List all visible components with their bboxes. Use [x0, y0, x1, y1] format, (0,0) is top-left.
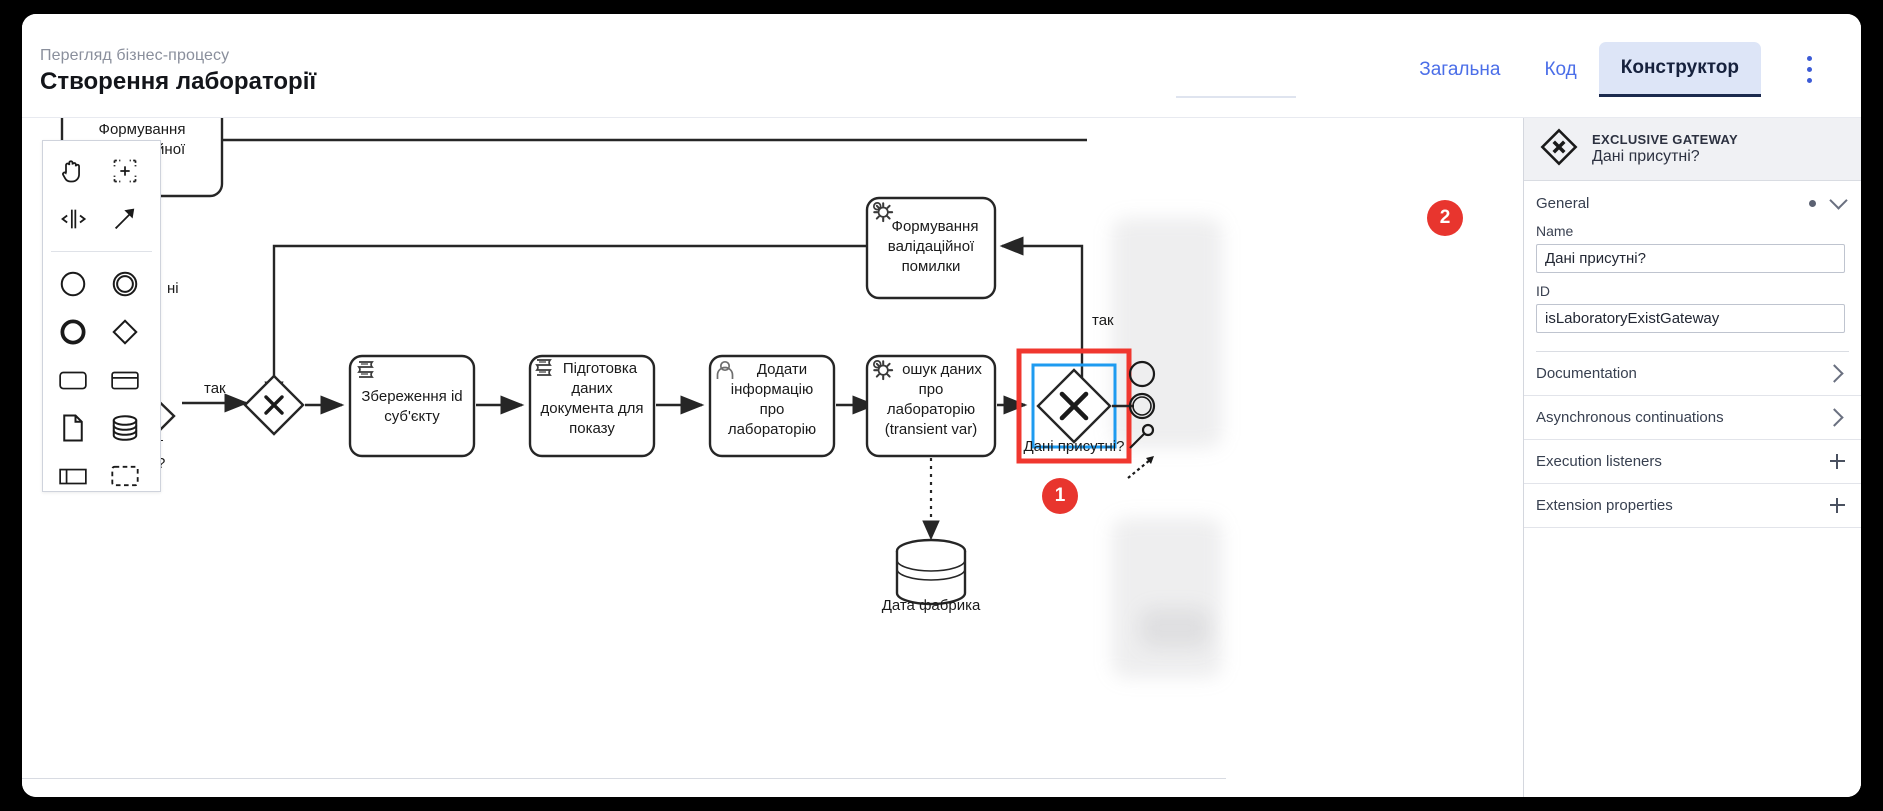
breadcrumb: Перегляд бізнес-процесу [40, 47, 230, 64]
svg-text:даних: даних [571, 380, 613, 397]
connect-tool-icon[interactable] [99, 195, 151, 243]
svg-text:так: так [1092, 312, 1114, 329]
tab-zagalna[interactable]: Загальна [1419, 58, 1501, 80]
start-event-icon[interactable] [47, 260, 99, 308]
space-tool-icon[interactable] [47, 195, 99, 243]
svg-text:лабораторію: лабораторію [887, 401, 975, 418]
section-async-continuations-label: Asynchronous continuations [1536, 409, 1724, 426]
add-extension-property-icon[interactable] [1830, 498, 1845, 513]
properties-body: General Name ID Documentation [1524, 181, 1861, 528]
subprocess-expanded-icon[interactable] [99, 356, 151, 404]
task-icon[interactable] [47, 356, 99, 404]
field-id: ID [1524, 283, 1861, 343]
svg-text:документа для: документа для [541, 400, 644, 417]
tab-bar: Загальна Код Конструктор [1397, 42, 1761, 97]
tab-underline [1176, 96, 1296, 98]
canvas-bottom-border [22, 778, 1226, 779]
field-name: Name [1524, 223, 1861, 283]
properties-element-name: Дані присутні? [1592, 148, 1700, 165]
svg-text:Підготовка: Підготовка [563, 360, 638, 377]
svg-text:помилки: помилки [902, 258, 961, 275]
data-store-icon[interactable] [99, 404, 151, 452]
bpmn-palette[interactable] [42, 140, 161, 492]
svg-text:про: про [760, 401, 785, 418]
hand-tool-icon[interactable] [47, 147, 99, 195]
svg-text:ошук даних: ошук даних [902, 361, 982, 378]
svg-text:лабораторію: лабораторію [728, 421, 816, 438]
end-event-icon[interactable] [47, 308, 99, 356]
svg-text:ні: ні [167, 280, 179, 297]
gateway-icon[interactable] [99, 308, 151, 356]
id-input[interactable] [1536, 304, 1845, 333]
blurred-region [1140, 608, 1210, 648]
properties-panel[interactable]: EXCLUSIVE GATEWAY Дані присутні? General… [1523, 118, 1861, 797]
section-extension-properties-label: Extension properties [1536, 497, 1673, 514]
svg-text:Формування: Формування [99, 121, 186, 138]
svg-text:Дані присутні?: Дані присутні? [1024, 438, 1125, 455]
name-input[interactable] [1536, 244, 1845, 273]
callout-badge-2: 2 [1427, 200, 1463, 236]
data-object-icon[interactable] [47, 404, 99, 452]
lasso-tool-icon[interactable] [99, 147, 151, 195]
section-execution-listeners[interactable]: Execution listeners [1524, 440, 1861, 484]
svg-text:суб'єкту: суб'єкту [384, 408, 440, 425]
callout-badge-1: 1 [1042, 478, 1078, 514]
participant-icon[interactable] [47, 452, 99, 500]
application-window: Перегляд бізнес-процесу Створення лабора… [22, 14, 1861, 797]
svg-text:валідаційної: валідаційної [888, 238, 975, 255]
svg-text:Збереження id: Збереження id [361, 388, 462, 405]
svg-text:Додати: Додати [757, 361, 807, 378]
properties-divider [1536, 351, 1849, 352]
tab-konstruktor[interactable]: Конструктор [1598, 42, 1761, 97]
svg-text:інформацію: інформацію [731, 381, 813, 398]
field-name-label: Name [1536, 223, 1574, 239]
svg-text:так: так [204, 380, 226, 397]
bpmn-diagram: Формування валідаційної илки Формування [42, 118, 1156, 614]
bpmn-canvas[interactable]: Формування валідаційної илки Формування [22, 118, 1861, 797]
intermediate-event-icon[interactable] [99, 260, 151, 308]
tab-kod[interactable]: Код [1544, 58, 1577, 80]
section-async-continuations[interactable]: Asynchronous continuations [1524, 396, 1861, 440]
svg-text:показу: показу [569, 420, 615, 437]
page-header: Перегляд бізнес-процесу Створення лабора… [22, 14, 1861, 118]
chevron-down-icon[interactable] [1829, 191, 1848, 210]
page-title: Створення лабораторії [40, 68, 317, 95]
chevron-right-icon[interactable] [1825, 408, 1844, 427]
section-status-dot-icon [1809, 199, 1816, 207]
kebab-menu-icon[interactable] [1807, 56, 1813, 86]
section-documentation-label: Documentation [1536, 365, 1637, 382]
svg-text:(transient var): (transient var) [885, 421, 978, 438]
section-general[interactable]: General [1524, 181, 1861, 223]
svg-text:Формування: Формування [892, 218, 979, 235]
properties-header: EXCLUSIVE GATEWAY Дані присутні? [1524, 118, 1861, 181]
blurred-region [1112, 518, 1222, 678]
section-extension-properties[interactable]: Extension properties [1524, 484, 1861, 528]
field-id-label: ID [1536, 283, 1550, 299]
svg-text:про: про [919, 381, 944, 398]
section-documentation[interactable]: Documentation [1524, 352, 1861, 396]
palette-divider [51, 251, 152, 252]
group-icon[interactable] [99, 452, 151, 500]
chevron-right-icon[interactable] [1825, 364, 1844, 383]
section-general-title: General [1536, 194, 1590, 212]
section-execution-listeners-label: Execution listeners [1536, 453, 1662, 470]
exclusive-gateway-icon [1538, 126, 1580, 173]
properties-element-kind: EXCLUSIVE GATEWAY [1592, 132, 1738, 147]
svg-text:Дата фабрика: Дата фабрика [882, 597, 981, 614]
add-execution-listener-icon[interactable] [1830, 454, 1845, 469]
